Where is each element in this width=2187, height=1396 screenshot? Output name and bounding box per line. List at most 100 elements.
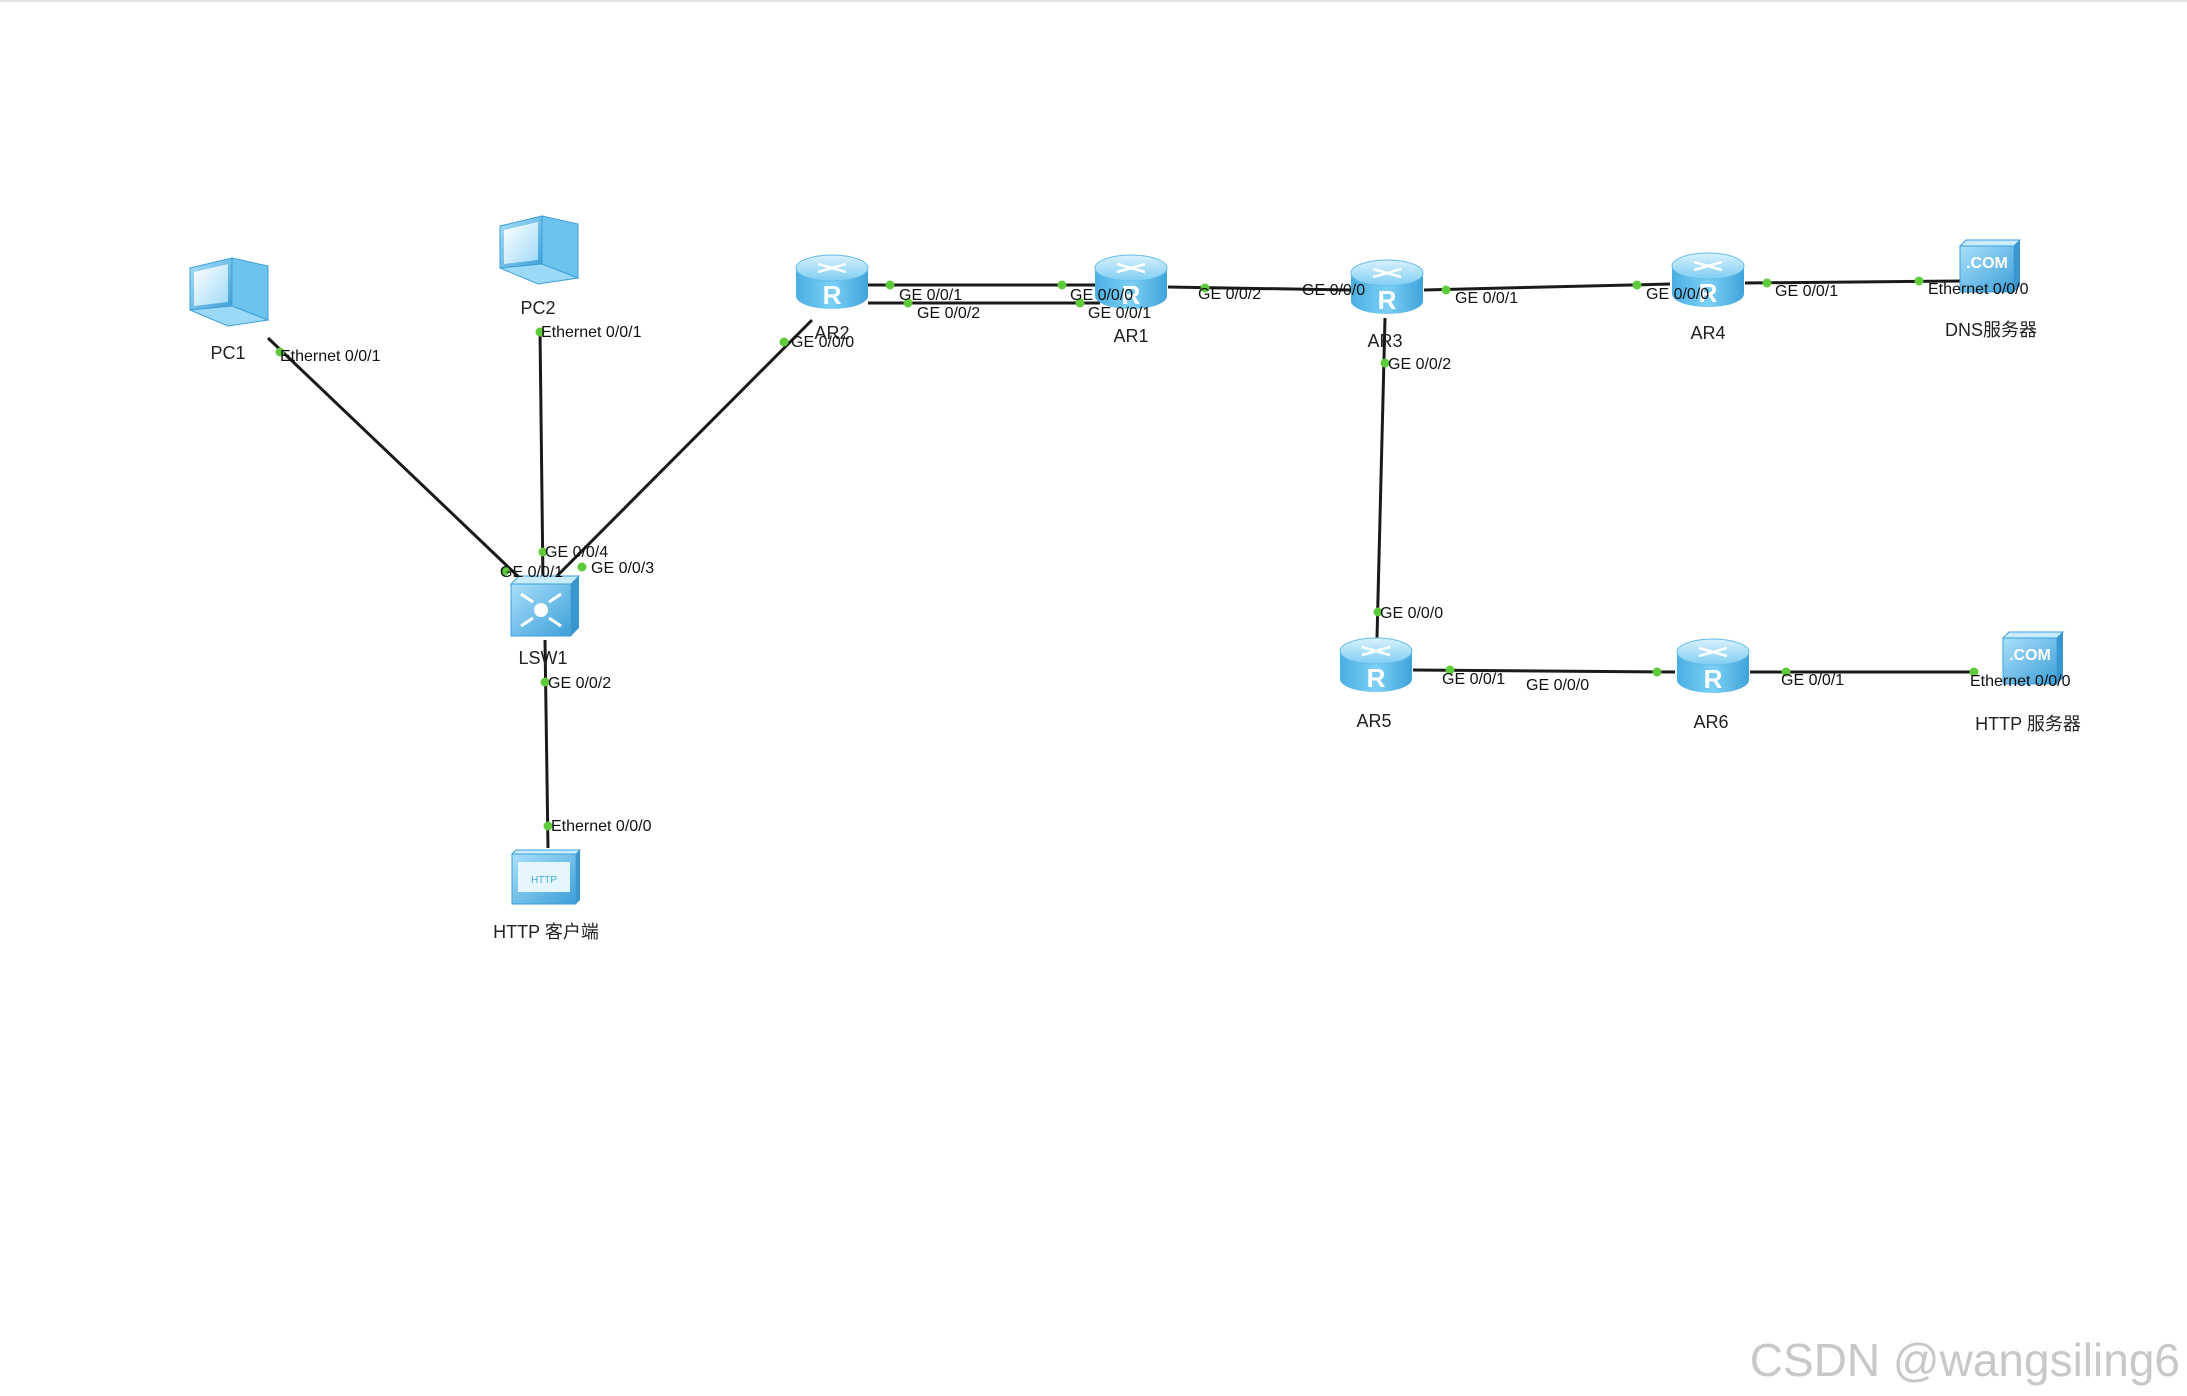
device-ar4[interactable]: R AR4 [1671,252,1745,343]
router-r-glyph: R [1699,278,1718,308]
router-r-glyph: R [1367,663,1386,693]
port-label: GE 0/0/0 [1646,286,1709,303]
port-label: GE 0/0/2 [917,305,980,322]
router-r-glyph: R [823,280,842,310]
device-ar2[interactable]: R AR2 [795,254,869,343]
server-icon: .COM [2001,631,2065,685]
router-icon: R [1350,259,1424,315]
router-r-glyph: R [1704,664,1723,694]
router-icon: R [1339,637,1413,693]
port-label: GE 0/0/1 [1781,672,1844,689]
port-label: GE 0/0/1 [500,564,563,581]
port-label: GE 0/0/0 [791,334,854,351]
link-lsw1-httpclient[interactable] [543,639,550,849]
link-pc1-lsw1[interactable] [266,336,527,585]
port-dot [577,562,587,572]
port-dots [275,276,1979,831]
link-ar2-lsw1[interactable] [546,318,814,587]
server-icon: .COM [1958,239,2022,293]
port-dot [275,347,285,357]
port-dot [535,327,545,337]
device-pc2[interactable]: PC2 [499,215,580,318]
port-dot [540,677,550,687]
device-ar5[interactable]: R AR5 [1339,637,1413,731]
port-label: GE 0/0/0 [1070,287,1133,304]
device-dns-server[interactable]: .COM DNS服务器 [1945,239,2037,340]
port-dot [1380,358,1390,368]
device-label: HTTP 客户端 [493,922,599,942]
device-pc1[interactable]: PC1 [189,257,270,363]
port-label: GE 0/0/2 [1388,356,1451,373]
router-icon: R [1671,252,1745,308]
link-ar1-ar3[interactable] [1167,285,1351,292]
router-r-glyph: R [1378,285,1397,315]
device-lsw1[interactable]: LSW1 [509,575,581,668]
pc-icon [189,257,270,327]
router-icon: R [1676,638,1750,694]
port-dot [1057,280,1067,290]
port-dot [1075,298,1085,308]
http-client-icon: HTTP [510,849,582,905]
device-http-client[interactable]: HTTP HTTP 客户端 [493,849,599,942]
server-com-text: .COM [1966,255,2008,272]
port-label: GE 0/0/1 [1442,671,1505,688]
port-dot [885,280,895,290]
link-ar3-ar4[interactable] [1423,282,1671,292]
port-label: GE 0/0/0 [1302,282,1365,299]
port-label: GE 0/0/4 [545,544,608,561]
device-label: LSW1 [518,648,567,668]
port-label: GE 0/0/2 [1198,286,1261,303]
port-label: GE 0/0/0 [1526,677,1589,694]
device-http-server[interactable]: .COM HTTP 服务器 [1975,631,2081,734]
device-ar1[interactable]: R AR1 [1094,254,1168,346]
pc-icon [499,215,580,285]
device-label: AR2 [814,323,849,343]
device-label: AR5 [1356,711,1391,731]
device-label: PC2 [520,298,555,318]
port-label: Ethernet 0/0/0 [551,818,652,835]
links [266,279,1972,849]
port-dot [1969,667,1979,677]
port-label: Ethernet 0/0/0 [1928,281,2029,298]
port-label: GE 0/0/2 [548,675,611,692]
link-ar4-dns[interactable] [1744,279,1963,285]
device-label: AR6 [1693,712,1728,732]
port-label: GE 0/0/1 [1775,283,1838,300]
port-dot [1762,278,1772,288]
device-label: HTTP 服务器 [1975,714,2081,734]
port-label: GE 0/0/1 [1455,290,1518,307]
http-icon-text: HTTP [531,875,557,886]
router-icon: R [1094,254,1168,310]
port-label: GE 0/0/1 [899,287,962,304]
port-label: GE 0/0/0 [1380,605,1443,622]
port-label: GE 0/0/1 [1088,305,1151,322]
server-com-text: .COM [2009,647,2051,664]
device-label: PC1 [210,343,245,363]
port-dot [538,547,548,557]
port-dot [1200,283,1210,293]
router-r-glyph: R [1122,280,1141,310]
link-ar5-ar6[interactable] [1412,668,1676,674]
device-ar6[interactable]: R AR6 [1676,638,1750,732]
device-label: AR4 [1690,323,1725,343]
port-label: Ethernet 0/0/1 [280,348,381,365]
port-dot [1652,667,1662,677]
link-pc2-lsw1[interactable] [538,329,545,584]
port-dot [1914,276,1924,286]
router-icon: R [795,254,869,310]
port-label: Ethernet 0/0/0 [1970,673,2071,690]
watermark-text: CSDN @wangsiling6 [1750,1334,2180,1386]
port-dot [543,821,553,831]
port-labels: Ethernet 0/0/1 Ethernet 0/0/1 GE 0/0/1 G… [280,281,2071,835]
device-label: AR3 [1367,331,1402,351]
switch-icon [509,575,581,637]
device-ar3[interactable]: R AR3 [1350,259,1424,351]
port-dot [1441,285,1451,295]
port-dot [1781,667,1791,677]
port-dot [1445,665,1455,675]
link-ar3-ar5[interactable] [1375,317,1387,639]
port-label: Ethernet 0/0/1 [541,324,642,341]
port-dot [500,566,510,576]
device-label: AR1 [1113,326,1148,346]
